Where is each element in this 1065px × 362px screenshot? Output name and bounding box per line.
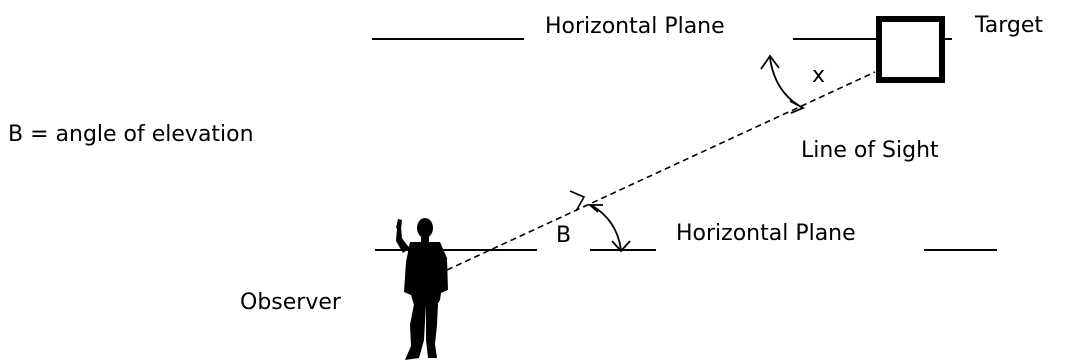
target-label: Target xyxy=(974,13,1043,38)
bottom-horizontal-plane-label: Horizontal Plane xyxy=(676,221,856,246)
line-of-sight-label: Line of Sight xyxy=(801,138,939,163)
angle-b-arrowhead-top xyxy=(587,204,603,213)
angle-legend-label: B = angle of elevation xyxy=(8,122,254,147)
observer-label: Observer xyxy=(240,290,342,315)
person-silhouette-icon xyxy=(396,218,448,360)
angle-b-arrowhead-bottom xyxy=(611,240,631,253)
top-horizontal-plane-label: Horizontal Plane xyxy=(545,14,725,39)
line-of-sight xyxy=(446,71,876,271)
angle-x-arrowhead-top xyxy=(760,54,780,70)
angle-x-label: x xyxy=(812,63,825,88)
angle-x-arrowhead-bottom xyxy=(789,100,806,114)
square-target-icon xyxy=(876,16,945,83)
angle-b-label: B xyxy=(556,223,571,248)
angle-b-arc xyxy=(590,204,622,251)
line-of-sight-arrowhead xyxy=(569,190,586,212)
angle-x-arc xyxy=(769,57,804,109)
